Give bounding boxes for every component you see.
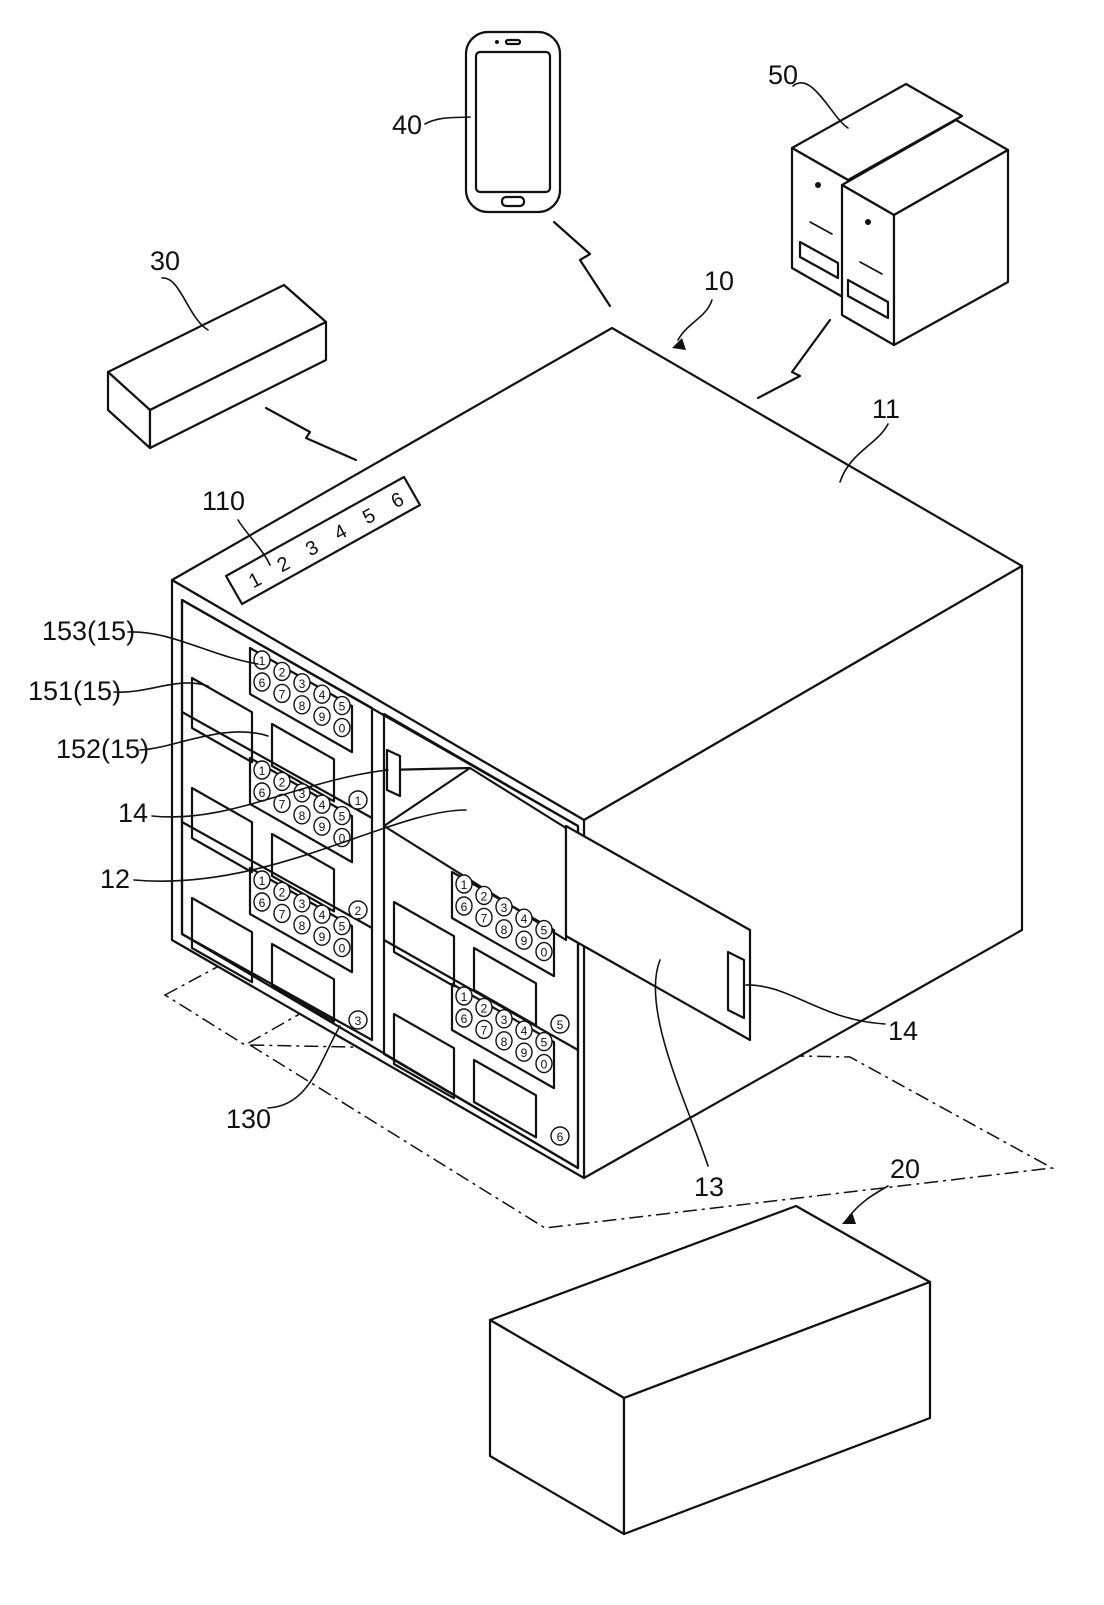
- ref-top-panel: 110: [202, 486, 245, 516]
- keypad-key-label: 5: [339, 920, 346, 934]
- keypad-key-label: 2: [279, 775, 286, 789]
- phone-screen: [476, 52, 550, 192]
- compartment-number: 5: [557, 1018, 564, 1032]
- keypad-key-label: 4: [521, 1024, 528, 1038]
- keypad-key-label: 8: [299, 699, 306, 713]
- keypad-key-label: 6: [461, 1012, 468, 1026]
- arrow-20: [842, 1212, 856, 1224]
- keypad-key-label: 7: [481, 911, 488, 925]
- keypad-key-label: 0: [339, 942, 346, 956]
- ref-sensor-block: 30: [150, 246, 180, 276]
- ref-unlocker: 20: [890, 1154, 920, 1184]
- ref-display: 151(15): [28, 676, 121, 706]
- keypad-key-label: 4: [319, 688, 326, 702]
- keypad-key-label: 9: [319, 710, 326, 724]
- server-1-led: [815, 182, 821, 188]
- keypad-key-label: 7: [279, 687, 286, 701]
- keypad-key-label: 2: [481, 1001, 488, 1015]
- ref-keypad: 153(15): [42, 616, 135, 646]
- ref-handle-door: 14: [888, 1016, 918, 1046]
- door-handle: [728, 952, 744, 1018]
- keypad-key-label: 8: [501, 923, 508, 937]
- keypad-key-label: 8: [299, 809, 306, 823]
- keypad-key-label: 4: [319, 798, 326, 812]
- keypad-key-label: 9: [521, 934, 528, 948]
- keypad-key-label: 0: [541, 946, 548, 960]
- keypad-key-label: 4: [521, 912, 528, 926]
- ref-mobile-terminal: 40: [392, 110, 422, 140]
- phone-camera-icon: [495, 40, 499, 44]
- keypad-key-label: 1: [259, 764, 266, 778]
- ref-locker-marker: 130: [226, 1104, 271, 1134]
- keypad-key-label: 6: [259, 896, 266, 910]
- server-2-led: [865, 219, 871, 225]
- keypad-key-label: 4: [319, 908, 326, 922]
- keypad-key-label: 1: [259, 874, 266, 888]
- ref-handle-upper: 14: [118, 798, 148, 828]
- compartment-number: 2: [355, 904, 362, 918]
- leader-10: [678, 300, 712, 340]
- leader-50: [793, 83, 848, 128]
- keypad-key-label: 9: [319, 930, 326, 944]
- keypad-key-label: 0: [541, 1058, 548, 1072]
- keypad-key-label: 3: [501, 901, 508, 915]
- leader-40: [425, 117, 470, 124]
- keypad-key-label: 7: [481, 1023, 488, 1037]
- keypad-key-label: 9: [319, 820, 326, 834]
- keypad-key-label: 1: [259, 654, 266, 668]
- ref-server: 50: [768, 60, 798, 90]
- ref-door: 13: [694, 1172, 724, 1202]
- keypad-key-label: 2: [481, 889, 488, 903]
- compartment-number: 3: [355, 1014, 362, 1028]
- unlocker-box: [490, 1206, 930, 1534]
- keypad-key-label: 7: [279, 907, 286, 921]
- keypad-key-label: 5: [339, 810, 346, 824]
- locker-cabinet: 123456: [172, 328, 1022, 1178]
- keypad-key-label: 0: [339, 722, 346, 736]
- keypad-key-label: 9: [521, 1046, 528, 1060]
- keypad-key-label: 2: [279, 885, 286, 899]
- ref-opening: 12: [100, 864, 130, 894]
- wireless-signal-sensor: [266, 408, 356, 460]
- compartment-number: 6: [557, 1130, 564, 1144]
- keypad-key-label: 1: [461, 990, 468, 1004]
- keypad-key-label: 8: [501, 1035, 508, 1049]
- ref-housing: 11: [872, 394, 900, 424]
- mobile-terminal: [466, 32, 560, 212]
- server-units: [792, 84, 1008, 345]
- keypad-key-label: 8: [299, 919, 306, 933]
- keypad-key-label: 6: [259, 676, 266, 690]
- keypad-key-label: 5: [541, 1036, 548, 1050]
- ref-screen: 152(15): [56, 734, 149, 764]
- wireless-signal-server: [758, 320, 830, 398]
- wireless-signal-phone: [554, 222, 610, 306]
- keypad-key-label: 1: [461, 878, 468, 892]
- keypad-key-label: 7: [279, 797, 286, 811]
- leader-130: [268, 1026, 340, 1108]
- keypad-key-label: 3: [299, 897, 306, 911]
- keypad-key-label: 3: [299, 677, 306, 691]
- keypad-key-label: 3: [501, 1013, 508, 1027]
- keypad-key-label: 5: [339, 700, 346, 714]
- keypad-key-label: 6: [461, 900, 468, 914]
- compartment-number: 1: [355, 794, 362, 808]
- leader-30: [162, 278, 208, 330]
- compartment-handle: [387, 750, 400, 796]
- phone-speaker: [506, 40, 520, 44]
- keypad-key-label: 2: [279, 665, 286, 679]
- ref-system: 10: [704, 266, 734, 296]
- keypad-key-label: 6: [259, 786, 266, 800]
- keypad-key-label: 5: [541, 924, 548, 938]
- phone-home-button: [502, 197, 524, 206]
